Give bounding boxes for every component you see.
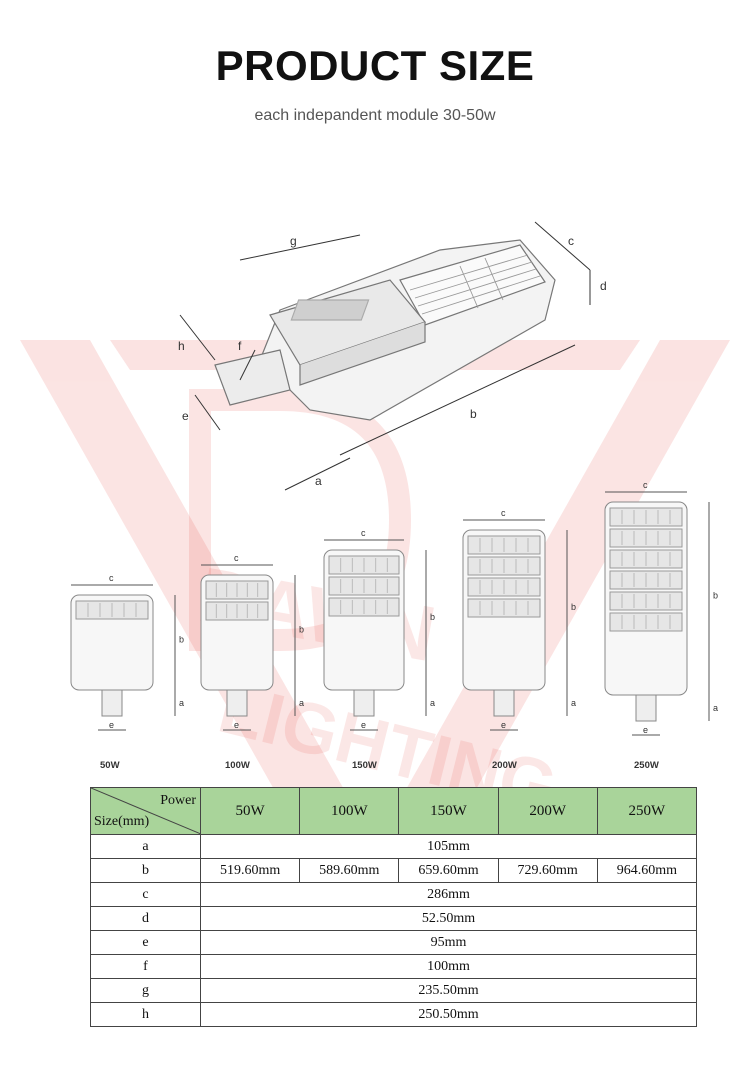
lamp-label-b: b (713, 591, 718, 601)
col-header-50w: 50W (199, 787, 301, 835)
lamp-label-e: e (109, 720, 114, 730)
lamp-label-c: c (361, 528, 366, 538)
table-row: h 250.50mm (90, 1002, 697, 1027)
driver-label-area (290, 299, 370, 321)
row-value: 589.60mm (299, 858, 400, 883)
lamp-label-a: a (299, 698, 304, 708)
pole-mount (353, 689, 375, 717)
row-label: e (90, 930, 201, 955)
iso-label-h: h (178, 339, 185, 353)
lamp-power-label: 200W (492, 760, 517, 771)
pole-mount (493, 689, 515, 717)
dimension-lines (463, 519, 568, 731)
led-module-grid (399, 244, 546, 326)
col-header-150w: 150W (398, 787, 499, 835)
lamp-label-a: a (713, 703, 718, 713)
dimension-lines (605, 491, 710, 736)
row-value: 105mm (200, 834, 697, 859)
row-label: c (90, 882, 201, 907)
row-value: 52.50mm (200, 906, 697, 931)
lamp-label-c: c (501, 508, 506, 518)
dimension-lines (71, 584, 176, 731)
row-value: 659.60mm (398, 858, 499, 883)
table-row: e 95mm (90, 930, 697, 955)
table-row: g 235.50mm (90, 978, 697, 1003)
dimension-lines (201, 564, 296, 731)
lamp-front-view-50w: c b a e 50W (70, 573, 184, 771)
row-label: h (90, 1002, 201, 1027)
table-row: f 100mm (90, 954, 697, 979)
lamp-power-label: 250W (634, 760, 659, 771)
lamp-label-b: b (179, 635, 184, 645)
page-subtitle: each indepandent module 30-50w (254, 107, 496, 124)
iso-label-f: f (238, 339, 242, 353)
row-value: 95mm (200, 930, 697, 955)
lamp-power-label: 150W (352, 760, 377, 771)
lamp-label-b: b (299, 625, 304, 635)
row-value: 729.60mm (497, 858, 598, 883)
row-label: d (90, 906, 201, 931)
lamp-label-c: c (643, 480, 648, 490)
pole-mount (226, 689, 248, 717)
lamp-power-label: 100W (225, 760, 250, 771)
iso-label-e: e (182, 409, 189, 423)
pole-mount (101, 689, 123, 717)
lamp-label-a: a (179, 698, 184, 708)
lamp-label-e: e (643, 725, 648, 735)
pole-mount (635, 694, 657, 722)
iso-label-a: a (315, 474, 322, 488)
lamp-label-e: e (501, 720, 506, 730)
dimension-lines (324, 539, 427, 731)
row-value: 286mm (200, 882, 697, 907)
lamp-label-a: a (571, 698, 576, 708)
row-label: a (90, 834, 201, 859)
lamp-front-views: c b a e 50W c b a e 100W c b a e 150W c b a e 200W c b a e 250W (70, 480, 718, 771)
col-header-250w: 250W (596, 787, 698, 835)
corner-size-label: Size(mm) (94, 814, 150, 829)
lamp-label-a: a (430, 698, 435, 708)
row-label: f (90, 954, 201, 979)
lamp-front-view-250w: c b a e 250W (604, 480, 718, 771)
iso-label-c: c (568, 234, 574, 248)
col-header-200w: 200W (497, 787, 598, 835)
iso-label-g: g (290, 234, 297, 248)
lamp-label-b: b (430, 612, 435, 622)
iso-label-d: d (600, 279, 607, 293)
lamp-label-e: e (234, 720, 239, 730)
size-spec-table: Power Size(mm) 50W 100W 150W 200W 250W a… (90, 787, 698, 1027)
table-row: a 105mm (90, 834, 697, 859)
col-header-100w: 100W (299, 787, 400, 835)
row-value: 250.50mm (200, 1002, 697, 1027)
corner-power-label: Power (160, 793, 196, 808)
row-value: 964.60mm (596, 858, 698, 883)
table-row: b 519.60mm 589.60mm 659.60mm 729.60mm 96… (90, 858, 698, 883)
table-row: d 52.50mm (90, 906, 697, 931)
lamp-label-c: c (109, 573, 114, 583)
lamp-front-view-150w: c b a e 150W (323, 528, 435, 771)
lamp-front-view-200w: c b a e 200W (462, 508, 576, 771)
lamp-power-label: 50W (100, 760, 120, 771)
row-value: 100mm (200, 954, 697, 979)
row-value: 519.60mm (199, 858, 301, 883)
table-corner-cell: Power Size(mm) (90, 787, 201, 835)
lamp-label-e: e (361, 720, 366, 730)
lamp-label-c: c (234, 553, 239, 563)
iso-label-b: b (470, 407, 477, 421)
row-label: g (90, 978, 201, 1003)
table-row: c 286mm (90, 882, 697, 907)
row-value: 235.50mm (200, 978, 697, 1003)
lamp-front-view-100w: c b a e 100W (200, 553, 304, 771)
lamp-label-b: b (571, 602, 576, 612)
mounting-arm (214, 349, 291, 406)
row-label: b (90, 858, 201, 883)
page-title: PRODUCT SIZE (215, 42, 535, 89)
isometric-dimension-drawing: g h f e c d b a (178, 221, 607, 491)
